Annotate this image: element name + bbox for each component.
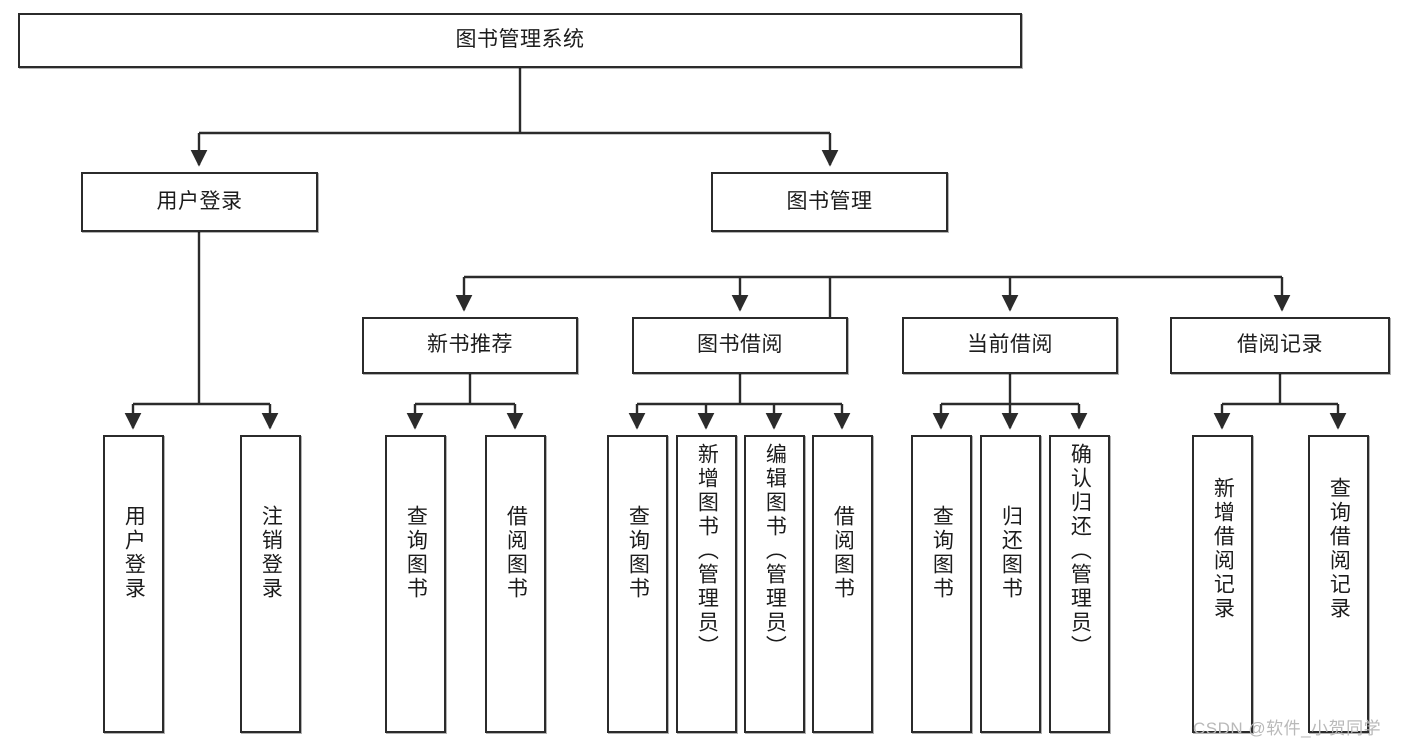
node-label: 用户登录 bbox=[156, 189, 243, 213]
leaf-label: 借阅图书 bbox=[504, 505, 528, 601]
leaf-new-book-query[interactable]: 查询图书 bbox=[385, 435, 446, 733]
leaf-label: 查询图书 bbox=[930, 505, 954, 601]
leaf-label: 新增图书（管理员） bbox=[695, 443, 719, 659]
leaf-label: 归还图书 bbox=[999, 505, 1023, 601]
leaf-borrow-edit-book-admin[interactable]: 编辑图书（管理员） bbox=[744, 435, 805, 733]
leaf-borrow-query-book[interactable]: 查询图书 bbox=[607, 435, 668, 733]
leaf-user-login-signout[interactable]: 注销登录 bbox=[240, 435, 301, 733]
leaf-new-book-borrow[interactable]: 借阅图书 bbox=[485, 435, 546, 733]
leaf-borrow-add-book-admin[interactable]: 新增图书（管理员） bbox=[676, 435, 737, 733]
leaf-label: 查询借阅记录 bbox=[1327, 477, 1351, 621]
leaf-user-login-signin[interactable]: 用户登录 bbox=[103, 435, 164, 733]
leaf-records-add-record[interactable]: 新增借阅记录 bbox=[1192, 435, 1253, 733]
leaf-label: 确认归还（管理员） bbox=[1068, 443, 1092, 659]
leaf-current-confirm-return-admin[interactable]: 确认归还（管理员） bbox=[1049, 435, 1110, 733]
node-user-login[interactable]: 用户登录 bbox=[81, 172, 318, 232]
leaf-label: 新增借阅记录 bbox=[1211, 477, 1235, 621]
node-label: 图书管理 bbox=[786, 189, 873, 213]
csdn-watermark: CSDN @软件_小贺同学 bbox=[1193, 719, 1382, 738]
node-new-book-recommend[interactable]: 新书推荐 bbox=[362, 317, 578, 374]
leaf-label: 注销登录 bbox=[259, 505, 283, 601]
leaf-current-return-book[interactable]: 归还图书 bbox=[980, 435, 1041, 733]
leaf-borrow-borrow-book[interactable]: 借阅图书 bbox=[812, 435, 873, 733]
leaf-current-query-book[interactable]: 查询图书 bbox=[911, 435, 972, 733]
node-root-system[interactable]: 图书管理系统 bbox=[18, 13, 1022, 68]
node-label: 新书推荐 bbox=[427, 333, 513, 357]
node-book-management[interactable]: 图书管理 bbox=[711, 172, 948, 232]
node-book-borrow[interactable]: 图书借阅 bbox=[632, 317, 848, 374]
leaf-label: 编辑图书（管理员） bbox=[763, 443, 787, 659]
node-label: 图书管理系统 bbox=[455, 28, 585, 52]
leaf-label: 用户登录 bbox=[122, 505, 146, 601]
node-borrow-records[interactable]: 借阅记录 bbox=[1170, 317, 1390, 374]
node-label: 图书借阅 bbox=[697, 333, 783, 357]
leaf-label: 借阅图书 bbox=[831, 505, 855, 601]
node-label: 借阅记录 bbox=[1237, 333, 1323, 357]
leaf-records-query-record[interactable]: 查询借阅记录 bbox=[1308, 435, 1369, 733]
leaf-label: 查询图书 bbox=[404, 505, 428, 601]
node-label: 当前借阅 bbox=[967, 333, 1053, 357]
node-current-borrow[interactable]: 当前借阅 bbox=[902, 317, 1118, 374]
leaf-label: 查询图书 bbox=[626, 505, 650, 601]
